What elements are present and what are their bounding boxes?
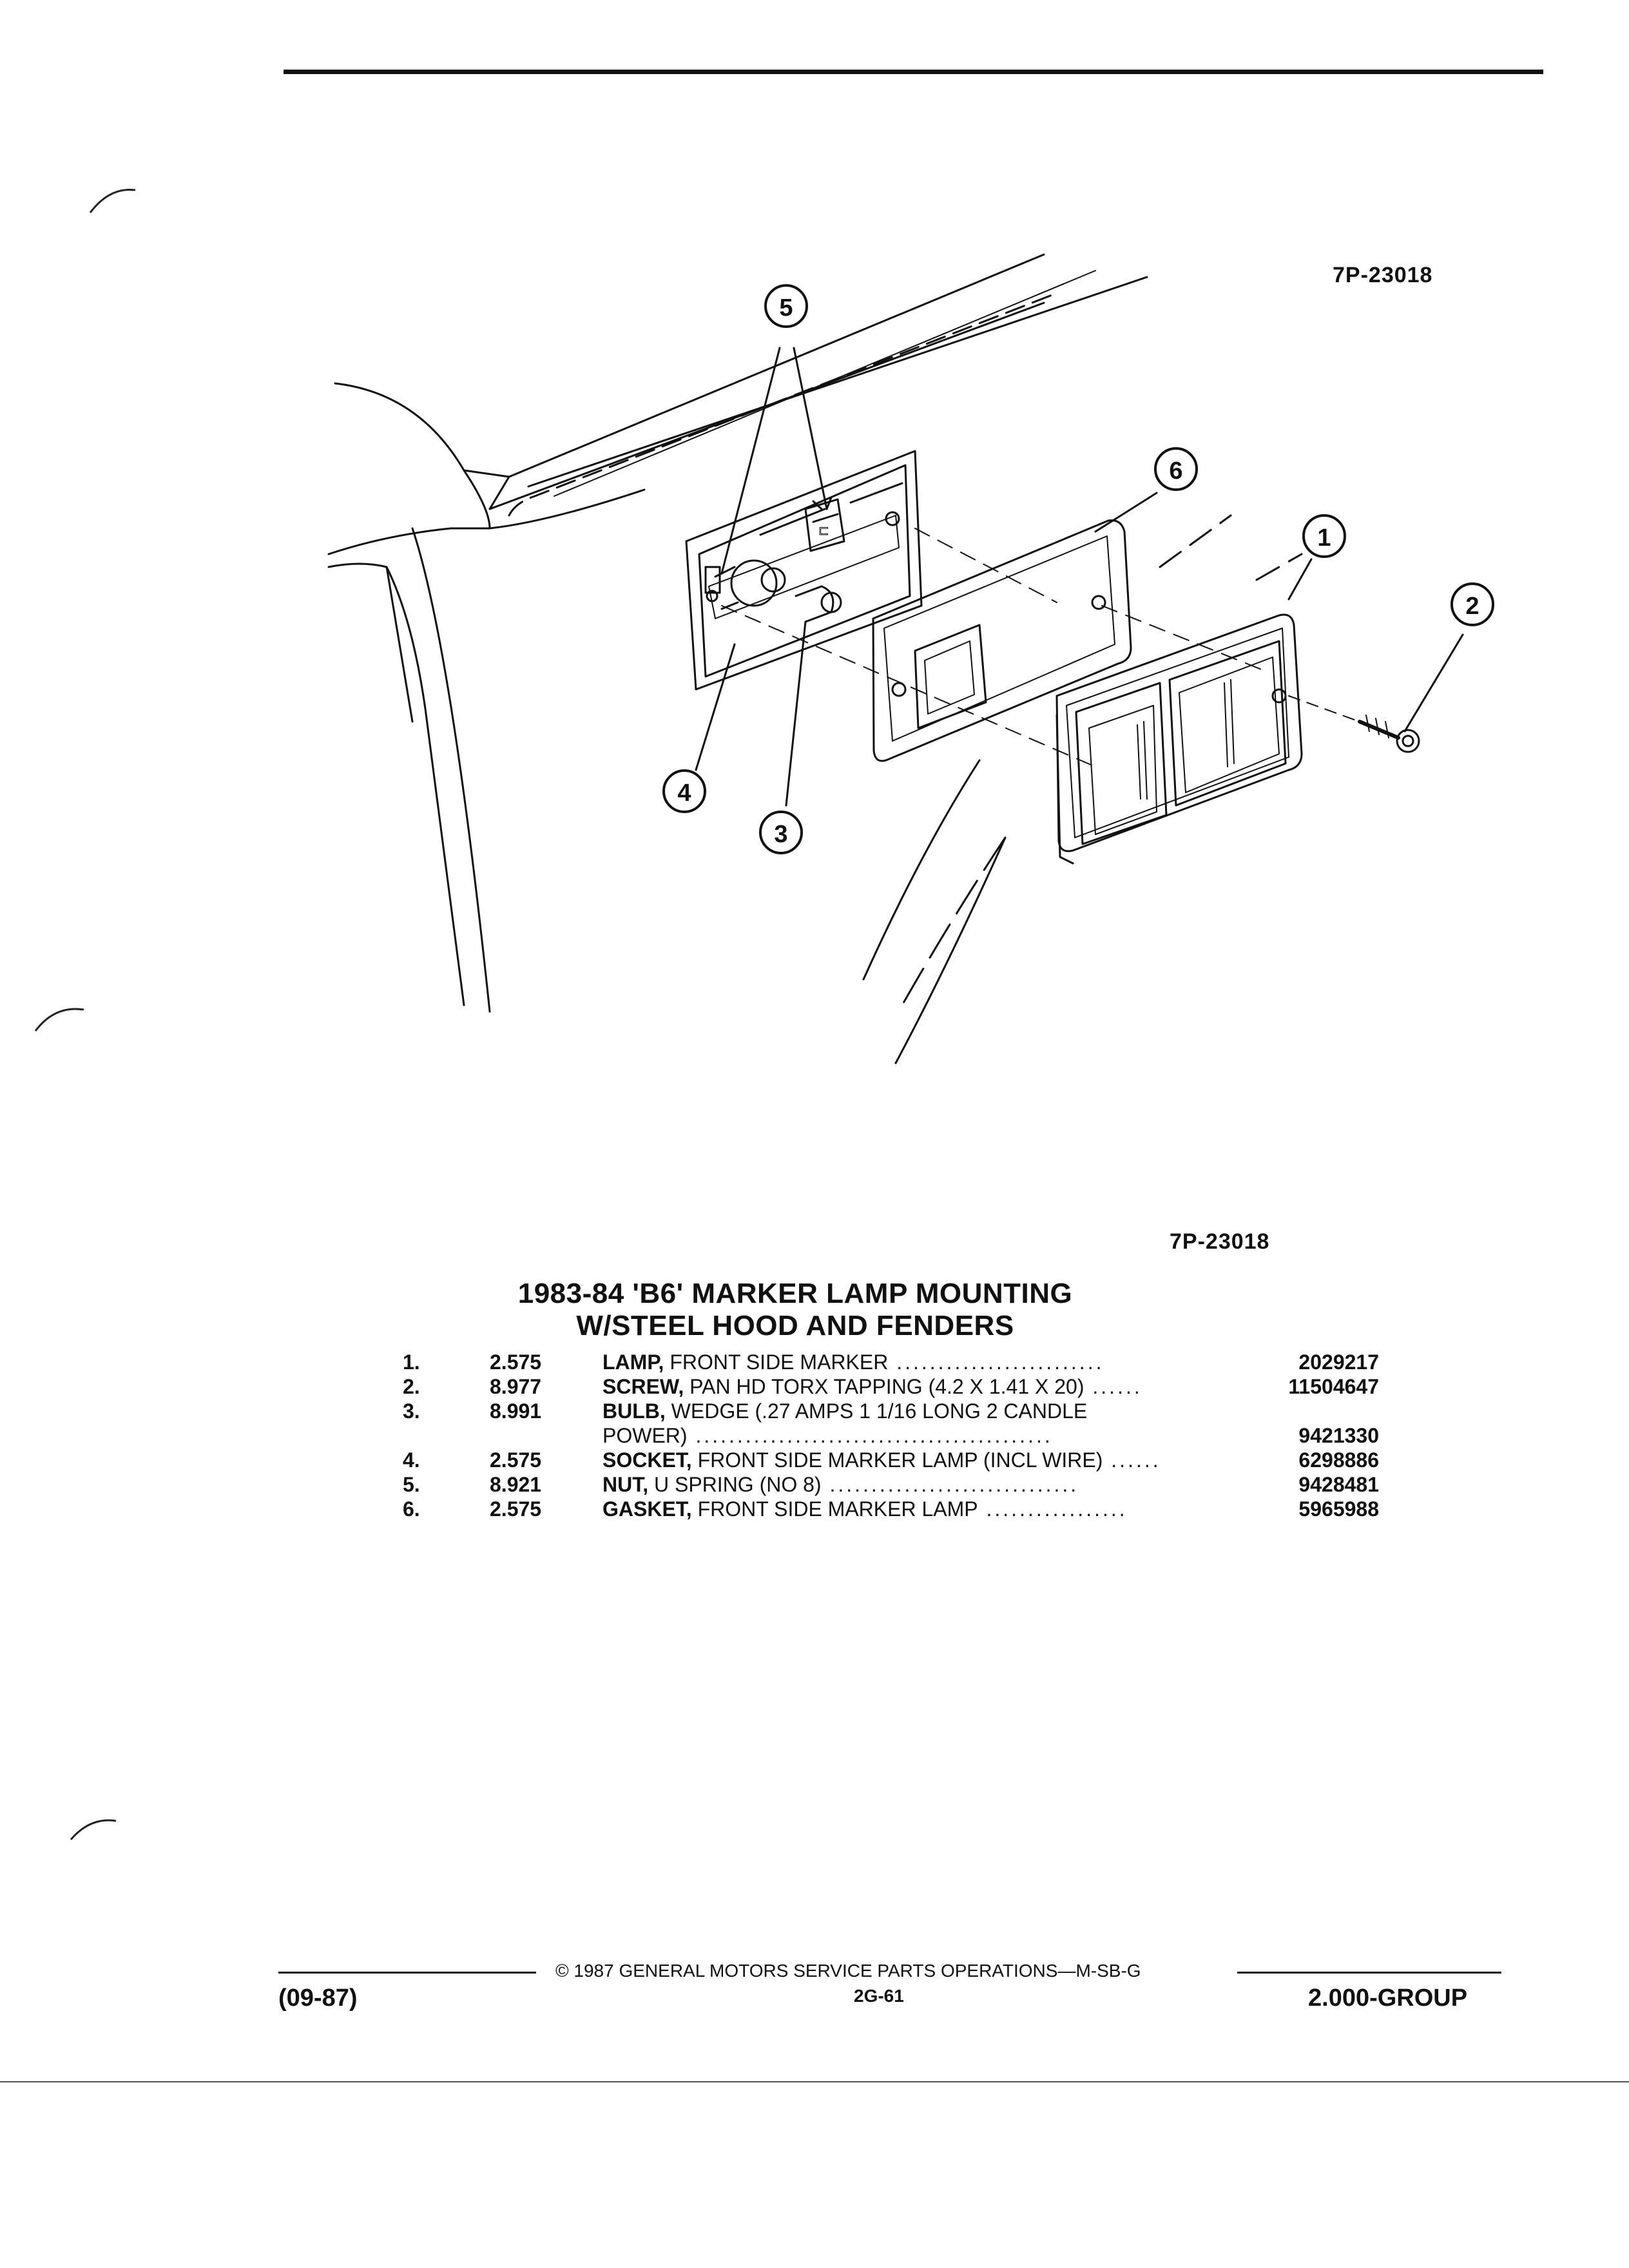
page-number: 2G-61 [854,1986,904,2006]
part-number: 9421330 [1298,1424,1379,1447]
part-row: 5. 8.921 NUT, U SPRING (NO 8) ..........… [393,1472,1392,1497]
group-number: 8.921 [490,1473,542,1496]
part-desc-text: U SPRING (NO 8) [648,1473,822,1496]
callout-2: 2 [1465,593,1479,620]
part-name: SOCKET, [602,1448,692,1472]
callout-5: 5 [779,294,793,322]
leader-dots: ................. [978,1497,1128,1521]
group-number: 2.575 [490,1497,542,1521]
item-number: 4. [403,1448,420,1472]
copyright-line: © 1987 GENERAL MOTORS SERVICE PARTS OPER… [555,1961,1141,1981]
part-description: BULB, WEDGE (.27 AMPS 1 1/16 LONG 2 CAND… [602,1399,1247,1423]
marker-lamp-illustration: ⊏ [327,253,1494,1064]
figure-code-top: 7P-23018 [1333,263,1433,287]
part-row: 2. 8.977 SCREW, PAN HD TORX TAPPING (4.2… [393,1374,1392,1399]
item-number: 3. [403,1399,420,1423]
section-title-line2: W/STEEL HOOD AND FENDERS [576,1310,1014,1341]
leader-dots: ...... [1084,1375,1142,1398]
item-number: 6. [403,1497,420,1521]
margin-marks [34,188,136,1840]
part-number: 11504647 [1288,1375,1379,1398]
part-description: LAMP, FRONT SIDE MARKER ................… [602,1350,1247,1374]
part-desc-text: FRONT SIDE MARKER LAMP (INCL WIRE) [691,1448,1103,1472]
item-number: 2. [403,1375,420,1398]
part-desc-text: POWER) [602,1424,688,1447]
figure-code-bottom: 7P-23018 [1170,1229,1270,1254]
part-desc-text: PAN HD TORX TAPPING (4.2 X 1.41 X 20) [684,1375,1084,1398]
part-desc-text: FRONT SIDE MARKER LAMP [691,1497,978,1521]
part-desc-text: FRONT SIDE MARKER [664,1350,889,1374]
callout-1: 1 [1317,524,1331,552]
group-number: 2.575 [490,1448,542,1472]
part-description: SCREW, PAN HD TORX TAPPING (4.2 X 1.41 X… [602,1374,1247,1399]
top-rule [284,70,1543,74]
part-number: 2029217 [1298,1350,1379,1374]
part-number: 5965988 [1298,1497,1379,1521]
part-desc-text: WEDGE (.27 AMPS 1 1/16 LONG 2 CANDLE [665,1399,1088,1423]
part-number: 6298886 [1298,1448,1379,1472]
leader-dots: .............................. [821,1473,1079,1496]
part-name: LAMP, [602,1350,664,1374]
callout-4: 4 [677,780,691,807]
part-name: NUT, [602,1473,649,1496]
item-number: 1. [403,1350,420,1374]
callout-3: 3 [774,821,787,848]
part-row: 1. 2.575 LAMP, FRONT SIDE MARKER .......… [393,1350,1392,1374]
part-name: GASKET, [602,1497,692,1521]
part-row: POWER) .................................… [393,1423,1392,1448]
part-row: 6. 2.575 GASKET, FRONT SIDE MARKER LAMP … [393,1497,1392,1521]
part-description: NUT, U SPRING (NO 8) ...................… [602,1472,1247,1497]
footer-rule-right [1237,1972,1501,1974]
part-name: SCREW, [602,1375,684,1398]
leader-dots: ........................................… [687,1424,1053,1447]
leader-dots: ...... [1103,1448,1161,1472]
part-number: 9428481 [1298,1473,1379,1496]
section-title-line1: 1983-84 'B6' MARKER LAMP MOUNTING [517,1278,1073,1309]
part-description: POWER) .................................… [602,1423,1247,1448]
group-number: 2.575 [490,1350,542,1374]
part-name: BULB, [602,1399,666,1423]
footer-rule-left [278,1972,536,1974]
part-description: GASKET, FRONT SIDE MARKER LAMP .........… [602,1497,1247,1521]
svg-text:⊏: ⊏ [818,524,829,538]
group-number: 8.977 [490,1375,542,1398]
page-bottom-edge [0,2081,1629,2082]
footer-group: 2.000-GROUP [1308,1984,1468,2012]
part-row: 3. 8.991 BULB, WEDGE (.27 AMPS 1 1/16 LO… [393,1399,1392,1423]
part-description: SOCKET, FRONT SIDE MARKER LAMP (INCL WIR… [602,1448,1247,1472]
callout-6: 6 [1169,457,1182,485]
leader-dots: ......................... [888,1350,1104,1374]
parts-list: 1. 2.575 LAMP, FRONT SIDE MARKER .......… [393,1350,1392,1521]
part-row: 4. 2.575 SOCKET, FRONT SIDE MARKER LAMP … [393,1448,1392,1472]
item-number: 5. [403,1473,420,1496]
footer-date: (09-87) [278,1984,358,2012]
group-number: 8.991 [490,1399,542,1423]
